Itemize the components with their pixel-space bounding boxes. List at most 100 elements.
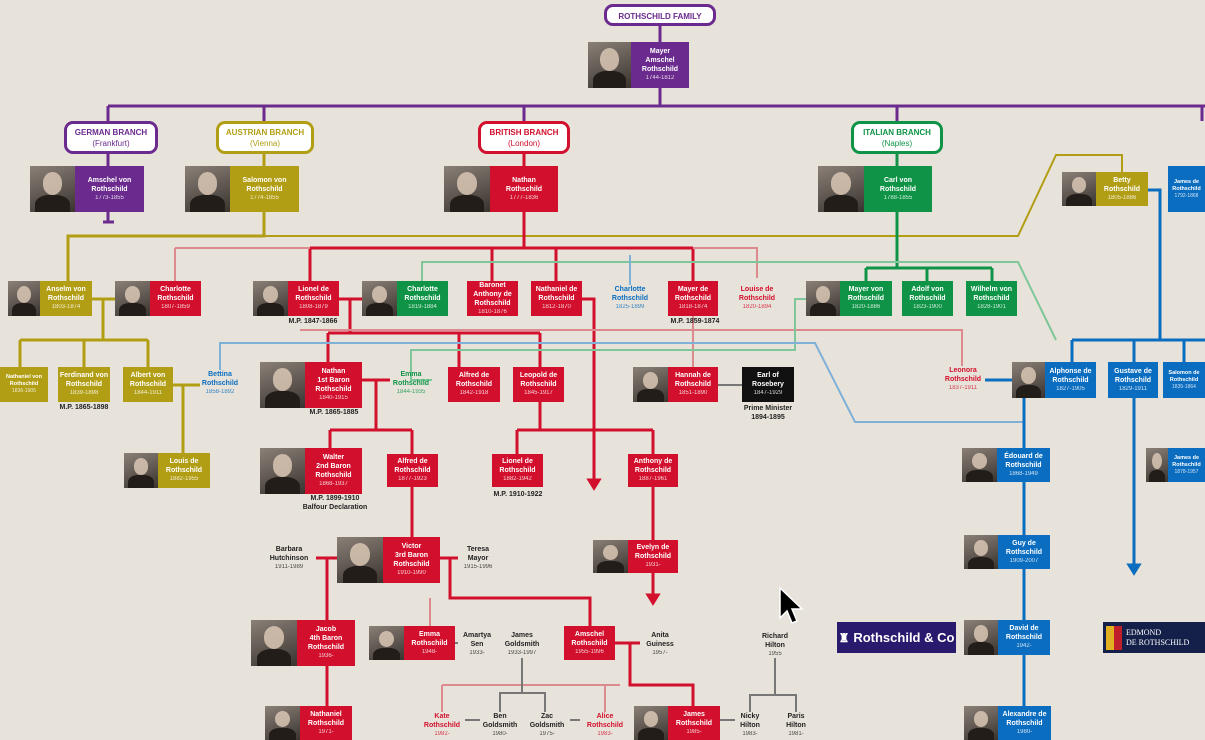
person-name: Emma Rothschild	[392, 371, 430, 387]
branch-british: BRITISH BRANCH(London)	[478, 121, 570, 154]
note-walter-mp: M.P. 1899-1910 Balfour Declaration	[302, 495, 368, 511]
person-dates: 1835-1864	[1172, 383, 1196, 390]
person-name: Mayer de Rothschild	[674, 286, 712, 302]
person-name: Teresa Mayor	[466, 546, 490, 562]
person-anselm: Anselm von Rothschild 1803-1874	[8, 281, 92, 316]
person-name: Salomon de Rothschild	[1168, 369, 1200, 383]
person-name: Louis de Rothschild	[165, 458, 203, 474]
person-dates: 1836-1905	[12, 388, 36, 394]
person-dates: 1819-1884	[408, 304, 437, 310]
portrait-photo	[964, 535, 998, 569]
person-dates: 1887-1961	[638, 476, 668, 482]
person-dates: 1829-1911	[1118, 385, 1148, 392]
person-box: Anselm von Rothschild 1803-1874	[40, 281, 92, 316]
branch-german: GERMAN BRANCH (Frankfurt)	[64, 121, 158, 154]
person-dates: 1911-1989	[274, 564, 304, 570]
person-dates: 1858-1892	[205, 389, 235, 395]
person-name: Alphonse de Rothschild	[1049, 367, 1092, 384]
person-name: Earl of Rosebery	[752, 372, 784, 388]
person-name: Ferdinand von Rothschild	[59, 372, 109, 388]
person-name: Guy de Rothschild	[1005, 539, 1043, 556]
person-dates: 1845-1917	[524, 390, 553, 396]
person-name: Gustave de Rothschild	[1114, 367, 1152, 384]
person-name: Wilhelm von Rothschild	[970, 286, 1013, 302]
branch-city: (Frankfurt)	[92, 139, 130, 148]
person-dates: 1955	[768, 651, 782, 657]
person-dates: 1933-1997	[507, 650, 537, 656]
person-dates: 1936-	[318, 653, 334, 659]
person-name: Alfred de Rothschild	[455, 372, 493, 388]
person-leopold: Leopold de Rothschild 1845-1917	[513, 367, 564, 402]
person-name: Kate Rothschild	[423, 713, 461, 729]
person-name: Paris Hilton	[786, 713, 806, 729]
person-name: Nathaniel Rothschild	[307, 710, 345, 727]
portrait-photo	[253, 281, 288, 316]
portrait-photo	[8, 281, 40, 316]
person-name: Betty Rothschild	[1103, 176, 1141, 193]
person-dates: 1827-1905	[1056, 385, 1085, 392]
branch-label: GERMAN BRANCH	[74, 128, 148, 137]
note-ferdinand-mp: M.P. 1865-1898	[59, 404, 109, 411]
person-dates: 1910-1990	[397, 570, 426, 576]
person-name: Amschel von Rothschild	[87, 176, 132, 193]
person-name: Anthony de Rothschild	[633, 458, 673, 474]
person-name: Édouard de Rothschild	[1004, 452, 1043, 469]
portrait-photo	[818, 166, 864, 212]
person-dates: 1810-1876	[478, 308, 507, 315]
person-name: Bettina Rothschild	[201, 371, 239, 387]
person-name: Anselm von Rothschild	[46, 286, 86, 302]
person-dates: 1803-1874	[51, 304, 81, 310]
person-dates: 1981-	[788, 731, 804, 737]
person-name: Leopold de Rothschild	[519, 372, 558, 388]
portrait-photo	[588, 42, 631, 88]
person-dates: 1868-1949	[1009, 470, 1038, 477]
branch-city: (London)	[507, 139, 541, 148]
person-dates: 1773-1855	[95, 194, 124, 201]
person-name: Victor 3rd Baron Rothschild	[393, 543, 430, 568]
person-dates: 1955-1996	[575, 648, 604, 655]
person-dates: 1882-1942	[503, 476, 532, 482]
person-dates: 1851-1890	[678, 390, 708, 396]
person-dates: 1915-1996	[463, 564, 493, 570]
portrait-photo	[362, 281, 397, 316]
person-dates: 1882-1955	[169, 476, 199, 482]
branch-city: (Vienna)	[249, 139, 281, 148]
person-name: Alice Rothschild	[586, 713, 624, 729]
person-dates: 1983-	[597, 731, 613, 737]
branch-label: AUSTRIAN BRANCH	[225, 128, 305, 137]
person-name: Nicky Hilton	[740, 713, 760, 729]
person-dates: 1948-	[421, 648, 438, 655]
person-name: Leonora Rothschild	[944, 367, 982, 383]
portrait-photo	[1146, 448, 1168, 482]
person-name: Richard Hilton	[761, 633, 789, 649]
